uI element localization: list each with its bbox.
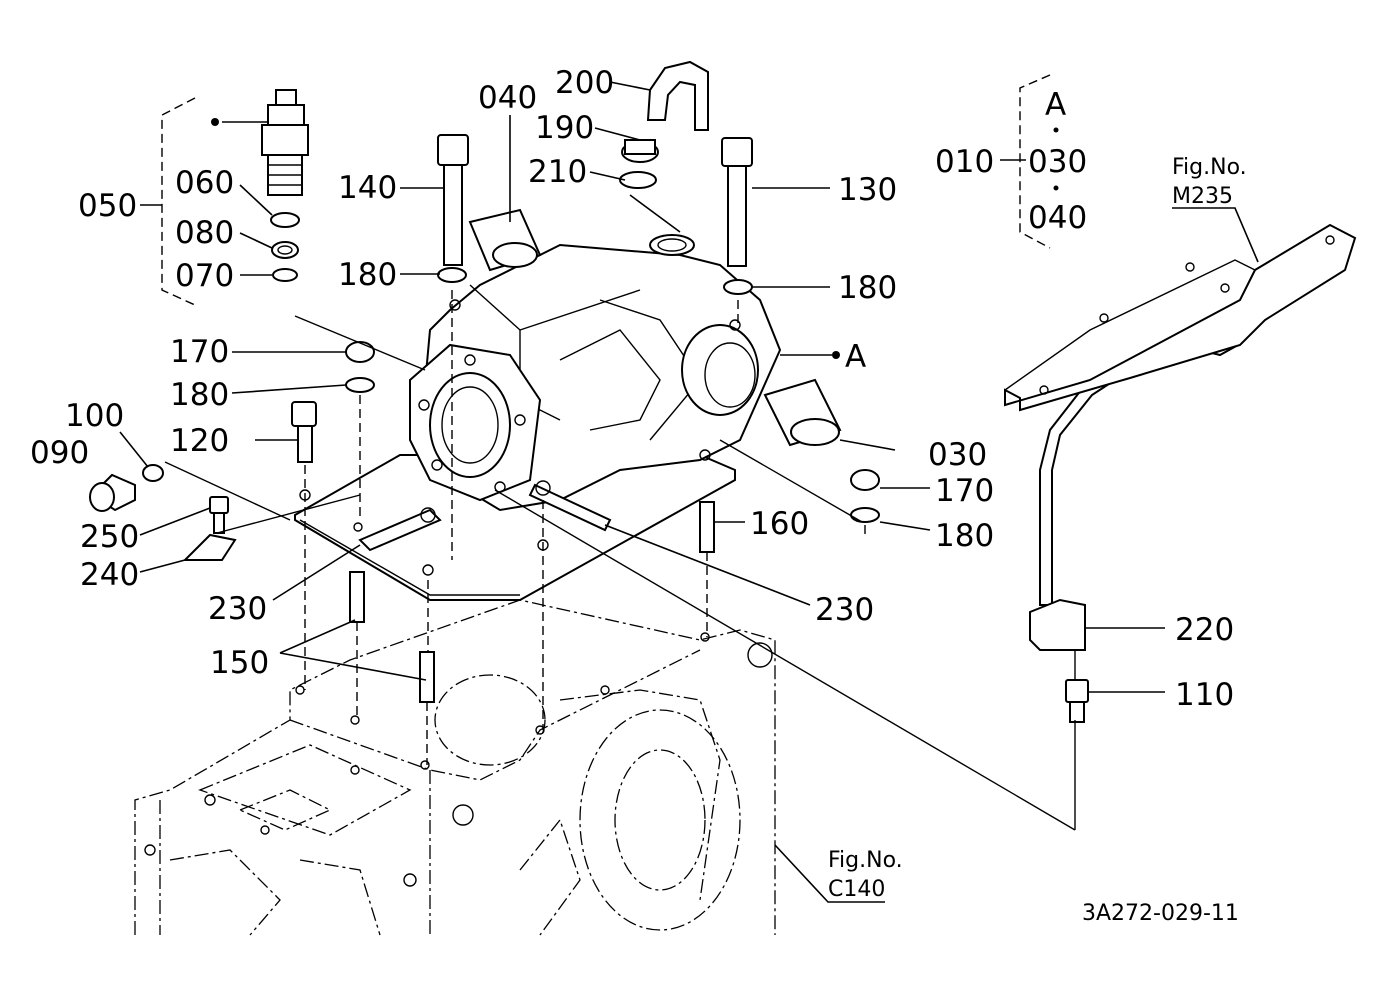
callout-030: 030: [928, 437, 987, 473]
callout-110: 110: [1175, 677, 1234, 713]
callout-190: 190: [535, 110, 594, 146]
fig-ref-c140-line2: C140: [828, 877, 885, 902]
callout-180-upper-left: 180: [338, 257, 397, 293]
callout-150: 150: [210, 645, 269, 681]
callout-180-left: 180: [170, 377, 229, 413]
callout-050: 050: [78, 188, 137, 224]
callout-labels: 200 190 210 040 140 180 130 180 050 060 …: [30, 65, 1247, 926]
center-lines: [304, 290, 866, 765]
callout-010: 010: [935, 144, 994, 180]
callout-100: 100: [65, 398, 124, 434]
fig-ref-m235-line2: M235: [1172, 184, 1233, 209]
callout-230-left: 230: [208, 591, 267, 627]
group-010-part-030: 030: [1028, 144, 1087, 180]
callout-170-right: 170: [935, 473, 994, 509]
callout-250: 250: [80, 519, 139, 555]
fig-ref-c140-line1: Fig.No.: [828, 848, 903, 873]
callout-200: 200: [555, 65, 614, 101]
callout-220: 220: [1175, 612, 1234, 648]
callout-240: 240: [80, 557, 139, 593]
callout-080: 080: [175, 215, 234, 251]
callout-180-upper-right: 180: [838, 270, 897, 306]
callout-060: 060: [175, 165, 234, 201]
callout-170-left: 170: [170, 334, 229, 370]
callout-070: 070: [175, 258, 234, 294]
callout-130: 130: [838, 172, 897, 208]
callout-040: 040: [478, 80, 537, 116]
group-brackets: [140, 74, 1059, 306]
callout-210: 210: [528, 154, 587, 190]
callout-090: 090: [30, 435, 89, 471]
small-parts-drawing: [89, 60, 1357, 723]
group-010-part-040: 040: [1028, 200, 1087, 236]
transmission-case-drawing: [134, 599, 776, 936]
group-010-ref-a: A: [1045, 87, 1066, 123]
fig-ref-m235-line1: Fig.No.: [1172, 155, 1247, 180]
callout-160: 160: [750, 506, 809, 542]
callout-120: 120: [170, 423, 229, 459]
leader-lines: [119, 81, 1259, 903]
reference-a-label: A: [845, 339, 866, 375]
callout-230-right: 230: [815, 592, 874, 628]
callout-180-right: 180: [935, 518, 994, 554]
cylinder-case-drawing: [294, 234, 782, 601]
drawing-id: 3A272-029-11: [1082, 901, 1239, 926]
callout-140: 140: [338, 170, 397, 206]
